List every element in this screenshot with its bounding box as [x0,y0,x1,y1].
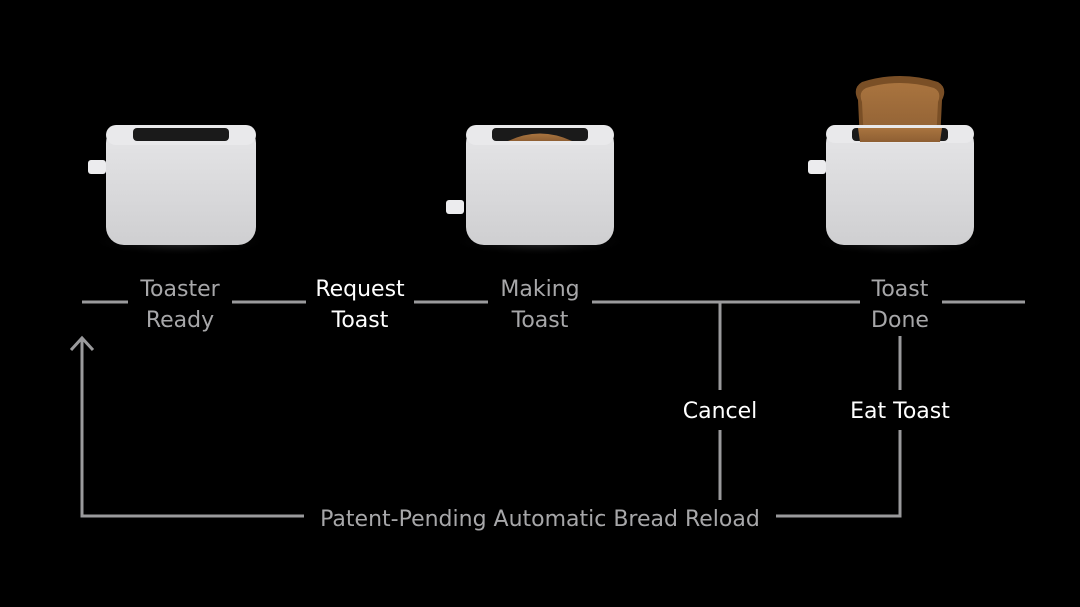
state-making-line2: Toast [511,308,569,333]
state-making-line1: Making [500,277,579,302]
state-done-line1: Toast [871,277,929,302]
event-cancel: Cancel [683,399,758,424]
eat-connector [776,430,902,518]
event-reload: Patent-Pending Automatic Bread Reload [320,507,760,532]
reload-connector [80,338,304,518]
state-ready-line1: Toaster [139,277,220,302]
toaster-toast-popped-icon [808,76,990,256]
toaster-empty-icon [88,125,270,256]
state-done-line2: Done [871,308,929,333]
toaster-lever [88,160,106,174]
event-request-line2: Toast [331,308,389,333]
toaster-toasting-icon [446,125,630,256]
toaster-lever [446,200,464,214]
event-request-line1: Request [315,277,405,302]
arrow-up-icon [69,335,95,352]
toaster-lever [808,160,826,174]
toast-slice [508,133,572,141]
event-eat-toast: Eat Toast [850,399,950,424]
state-ready-line2: Ready [146,308,214,333]
